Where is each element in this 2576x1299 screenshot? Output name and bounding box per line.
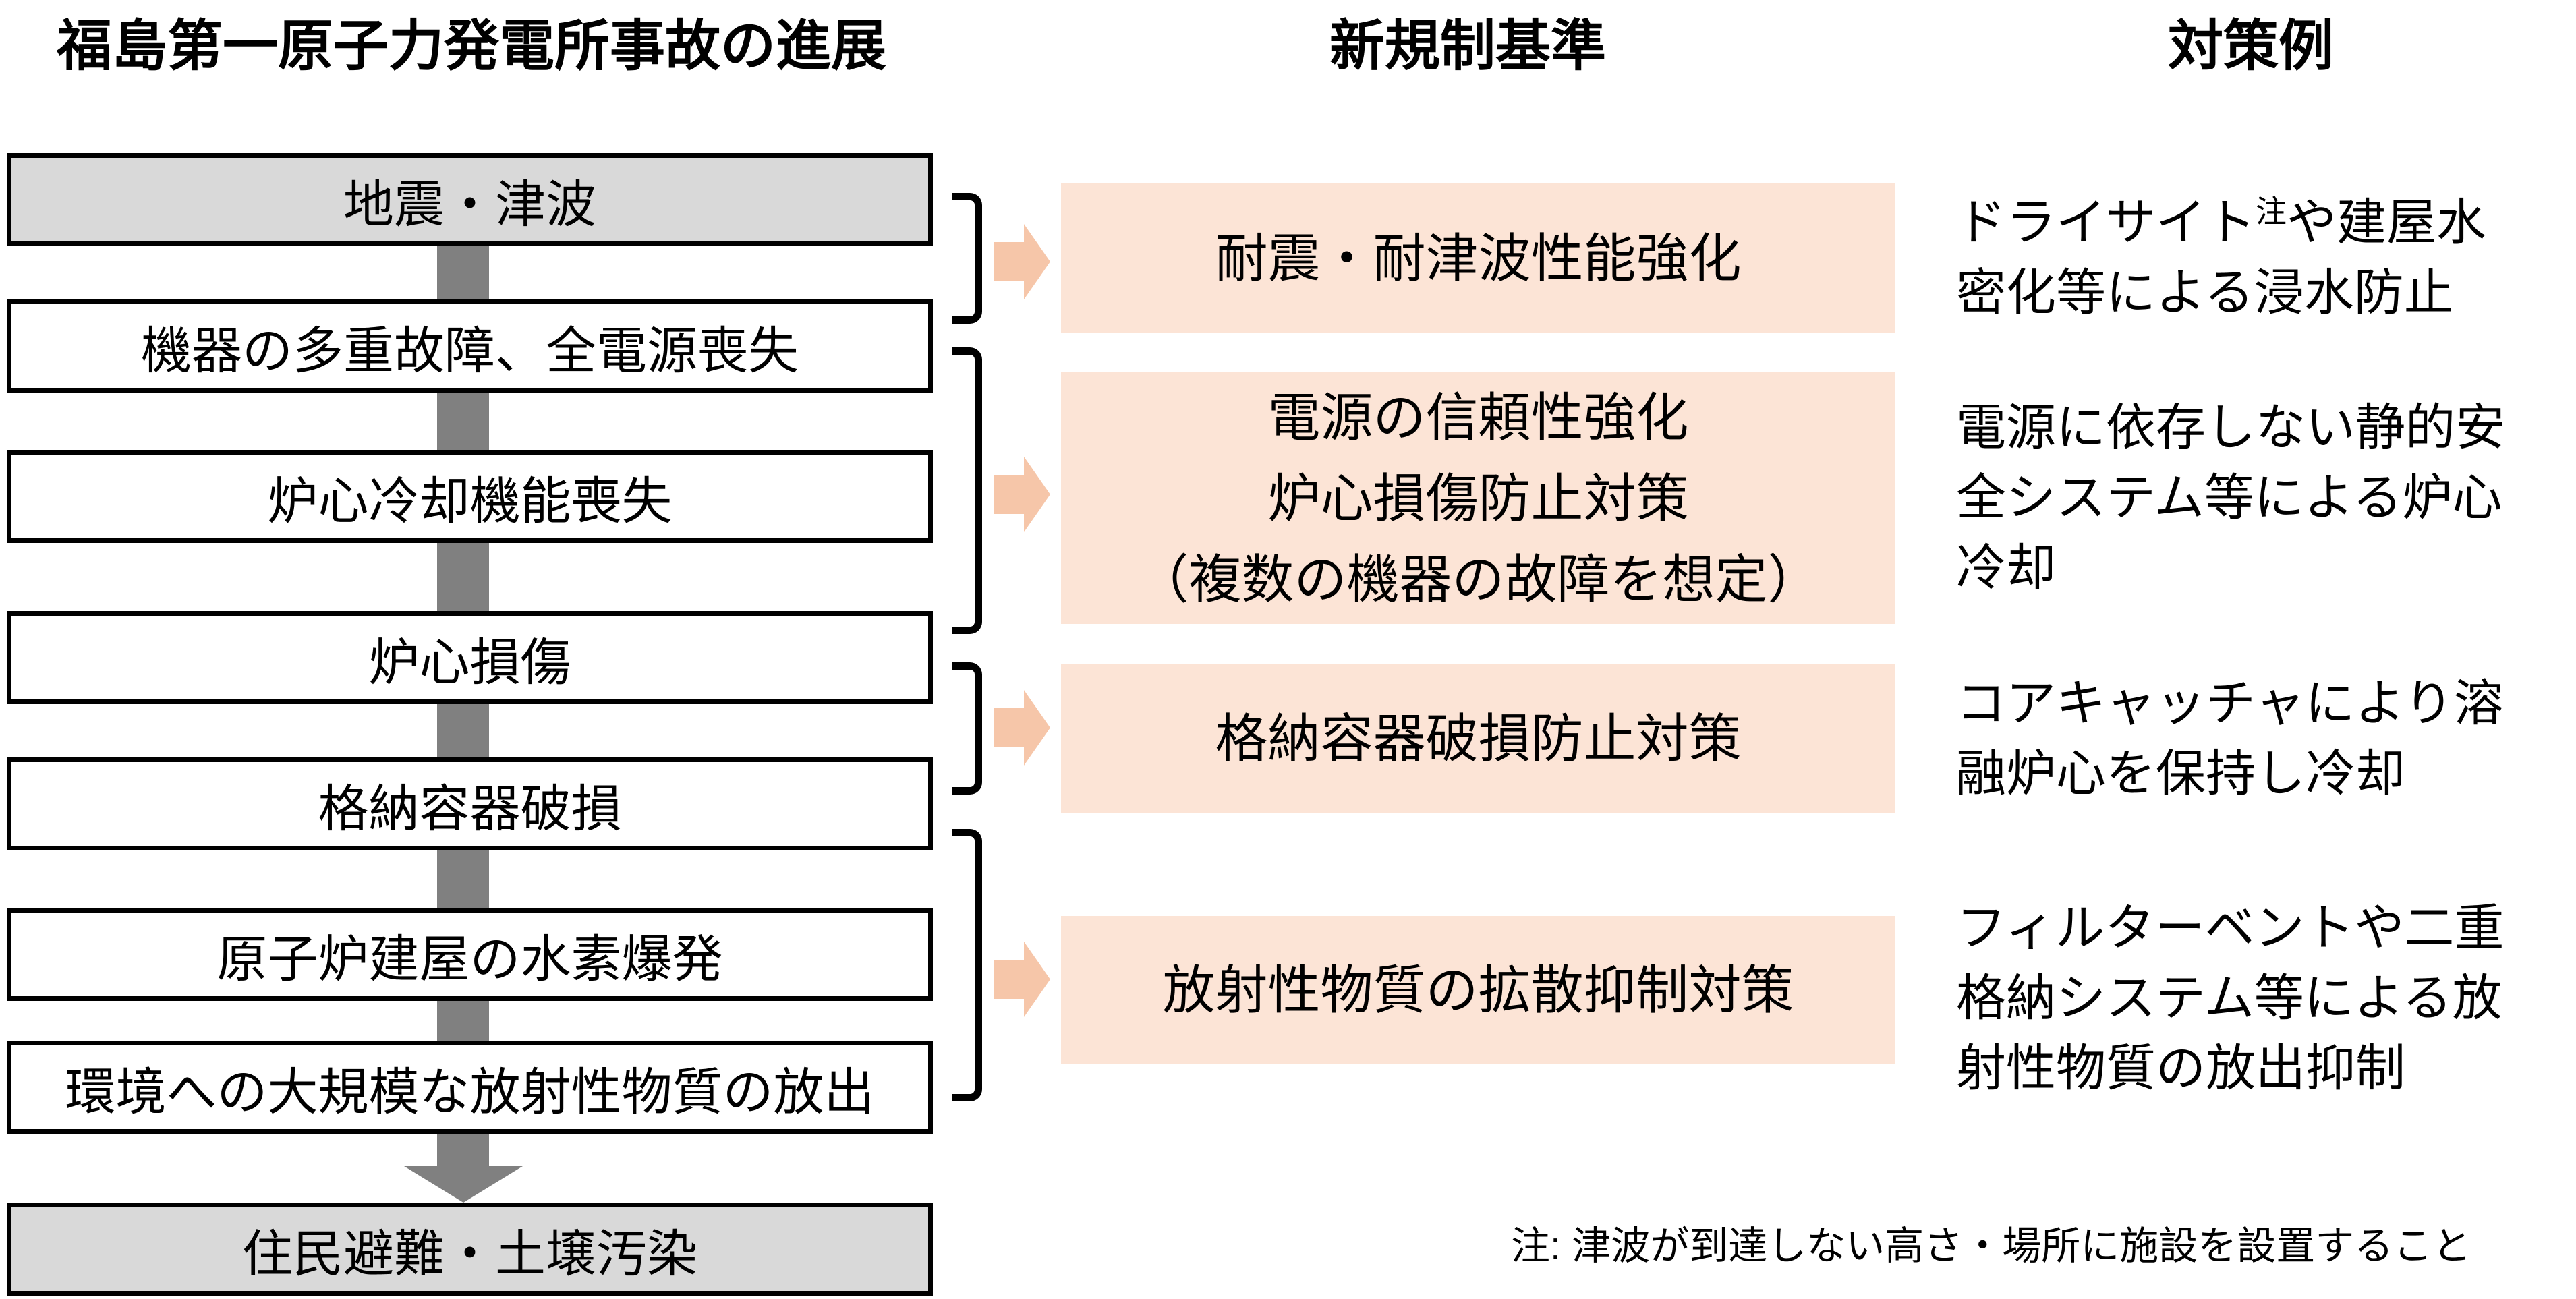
standard-box-line: 格納容器破損防止対策 [1215, 709, 1742, 768]
standard-box-seismic-tsunami: 耐震・耐津波性能強化 [1061, 183, 1895, 333]
standard-box-line: 耐震・耐津波性能強化 [1215, 228, 1742, 288]
measure-line: 全システム等による炉心 [1956, 469, 2502, 525]
flow-arrow-shaft [437, 1129, 489, 1167]
measure-text-passive-safety: 電源に依存しない静的安 全システム等による炉心 冷却 [1956, 393, 2563, 603]
standard-box-line: （複数の機器の故障を想定） [1136, 549, 1821, 609]
flow-connector-6 [437, 996, 489, 1045]
standard-box-line: 電源の信頼性強化 [1267, 387, 1689, 447]
flow-connector-1 [437, 241, 489, 304]
group-bracket-1 [952, 193, 982, 324]
measure-line: ドライサイト注や建屋水 [1956, 194, 2486, 250]
group-bracket-2 [952, 347, 982, 634]
standard-box-line: 炉心損傷防止対策 [1267, 468, 1689, 528]
flow-connector-5 [437, 846, 489, 913]
group-bracket-3 [952, 662, 982, 795]
footnote-marker: 注 [2256, 194, 2287, 229]
standard-box-line: 放射性物質の拡散抑制対策 [1162, 960, 1794, 1020]
measure-line: コアキャッチャにより溶 [1956, 675, 2504, 731]
measure-line: 冷却 [1956, 540, 2056, 596]
arrow-right-icon-1 [994, 224, 1050, 299]
flow-connector-3 [437, 538, 489, 616]
measure-line: 射性物質の放出抑制 [1956, 1040, 2405, 1096]
flow-connector-4 [437, 699, 489, 762]
standard-box-containment-protection: 格納容器破損防止対策 [1061, 664, 1895, 813]
flow-box-earthquake-tsunami: 地震・津波 [7, 153, 933, 246]
measure-line: フィルターベントや二重 [1956, 900, 2505, 956]
flow-box-hydrogen-explosion: 原子炉建屋の水素爆発 [7, 908, 933, 1001]
column-header-new-regulation: 新規制基準 [1329, 16, 1606, 77]
measure-text-filtered-vent: フィルターベントや二重 格納システム等による放 射性物質の放出抑制 [1956, 893, 2563, 1103]
flow-box-multiple-failures: 機器の多重故障、全電源喪失 [7, 299, 933, 393]
measure-line: 電源に依存しない静的安 [1956, 399, 2505, 455]
arrow-right-icon-4 [994, 942, 1050, 1017]
flow-box-core-damage: 炉心損傷 [7, 611, 933, 704]
group-bracket-4 [952, 829, 982, 1101]
footnote: 注: 津波が到達しない高さ・場所に施設を設置すること [1511, 1224, 2472, 1268]
flow-box-core-cooling-loss: 炉心冷却機能喪失 [7, 450, 933, 543]
arrow-right-icon-3 [994, 690, 1050, 766]
measure-text-dry-site: ドライサイト注や建屋水 密化等による浸水防止 [1956, 187, 2563, 328]
flow-arrow-down-icon [404, 1166, 523, 1203]
flow-box-containment-damage: 格納容器破損 [7, 757, 933, 850]
column-header-accident-progression: 福島第一原子力発電所事故の進展 [57, 16, 887, 77]
standard-box-dispersion-suppression: 放射性物質の拡散抑制対策 [1061, 916, 1895, 1064]
flow-connector-2 [437, 388, 489, 455]
arrow-right-icon-2 [994, 457, 1050, 532]
measure-line: 融炉心を保持し冷却 [1956, 745, 2405, 801]
measure-line: 格納システム等による放 [1956, 970, 2502, 1026]
measure-line: 密化等による浸水防止 [1956, 264, 2454, 320]
column-header-countermeasures: 対策例 [2167, 16, 2334, 77]
standard-box-power-reliability: 電源の信頼性強化 炉心損傷防止対策 （複数の機器の故障を想定） [1061, 372, 1895, 624]
flow-box-radioactive-release: 環境への大規模な放射性物質の放出 [7, 1041, 933, 1134]
flow-box-evacuation-contamination: 住民避難・土壌汚染 [7, 1203, 933, 1296]
measure-text-core-catcher: コアキャッチャにより溶 融炉心を保持し冷却 [1956, 668, 2563, 809]
